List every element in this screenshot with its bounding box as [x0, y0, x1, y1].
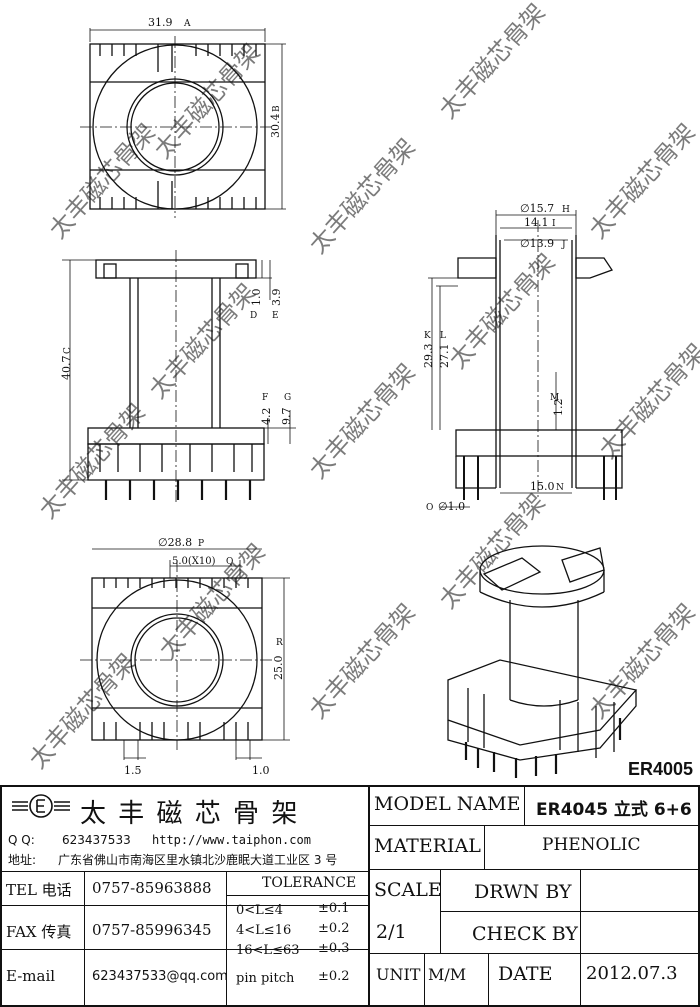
watermark: 太丰磁芯骨架 [584, 118, 700, 244]
tolerance-header: TOLERANCE [262, 875, 357, 891]
dim-section-m: 1.2 [552, 399, 565, 417]
check-by-label: CHECK BY [472, 923, 578, 945]
dim-tag-m: M [550, 393, 559, 403]
dim-bottom-left: 1.5 [124, 764, 142, 777]
watermark: 太丰磁芯骨架 [304, 358, 421, 484]
fax-number: 0757-85996345 [92, 921, 212, 939]
dim-bottom-right: 1.0 [252, 764, 270, 777]
tolerance-value: ±0.2 [318, 921, 350, 936]
dim-tag-b: B [272, 105, 282, 112]
dim-front-f: 4.2 [260, 408, 273, 426]
watermark: 太丰磁芯骨架 [594, 338, 700, 464]
dim-section-o: ∅1.0 [438, 500, 465, 513]
unit-label: UNIT [376, 965, 421, 984]
dim-section-j: ∅13.9 [520, 237, 554, 250]
dim-section-n: 15.0 [530, 480, 555, 493]
tel-label: TEL 电话 [6, 881, 72, 899]
bottom-view [80, 548, 290, 760]
dim-tag-n: N [556, 483, 564, 493]
tolerance-value: ±0.1 [318, 901, 350, 916]
dim-bottom-q: 5.0(X10) [172, 556, 216, 567]
watermark: 太丰磁芯骨架 [34, 398, 151, 524]
model-name-value: ER4045 立式 6+6 [536, 800, 692, 820]
qq-label: Q Q: [8, 833, 35, 847]
tolerance-range: 0<L≤4 [236, 903, 283, 918]
scale-value: 2/1 [376, 921, 407, 943]
dim-tag-e: E [272, 311, 279, 321]
section-view [428, 210, 623, 508]
qq-number: 623437533 [62, 833, 131, 847]
watermark: 太丰磁芯骨架 [584, 598, 700, 724]
dim-front-d: 1.0 [250, 289, 263, 307]
company-logo-icon [12, 794, 70, 818]
watermark: 太丰磁芯骨架 [44, 118, 161, 244]
dim-tag-o: O [426, 503, 433, 513]
dim-tag-k: K [424, 331, 431, 341]
dim-top-width: 31.9 [148, 16, 173, 29]
model-name-label: MODEL NAME [374, 793, 521, 815]
isometric-view [447, 545, 638, 778]
dim-bottom-p: ∅28.8 [158, 536, 192, 549]
dim-section-h: ∅15.7 [520, 202, 554, 215]
watermark: 太丰磁芯骨架 [444, 248, 561, 374]
dim-tag-r: R [276, 638, 283, 648]
scale-label: SCALE [374, 879, 442, 901]
tolerance-value: ±0.3 [318, 941, 350, 956]
dim-tag-q: Q [226, 557, 233, 567]
address-label: 地址: [8, 853, 37, 867]
address: 广东省佛山市南海区里水镇北沙鹿眠大道工业区 3 号 [58, 853, 338, 867]
watermark: 太丰磁芯骨架 [304, 133, 421, 259]
dimension-labels: 31.9 A 30.4 B 40.7 C 1.0 D 3.9 E 4.2 F 9… [60, 16, 570, 777]
dim-section-i: 14.1 [524, 216, 549, 229]
dim-tag-a: A [183, 19, 191, 29]
title-block: 太 丰 磁 芯 骨 架 Q Q: 623437533 http://www.ta… [0, 785, 700, 1007]
dim-front-e: 3.9 [270, 289, 283, 307]
dim-section-k: 29.3 [422, 344, 435, 369]
tolerance-range: 16<L≤63 [236, 943, 300, 958]
model-tag: ER4005 [628, 759, 694, 779]
watermarks: 太丰磁芯骨架 太丰磁芯骨架 太丰磁芯骨架 太丰磁芯骨架 太丰磁芯骨架 太丰磁芯骨… [24, 0, 700, 774]
dim-front-g: 9.7 [280, 408, 293, 426]
dim-bottom-r: 25.0 [272, 656, 285, 681]
tolerance-range: 4<L≤16 [236, 923, 292, 938]
dim-tag-j: J [561, 240, 566, 250]
dim-top-height: 30.4 [269, 114, 282, 139]
website-link[interactable]: http://www.taiphon.com [152, 833, 311, 847]
dim-tag-i: I [552, 219, 556, 229]
dim-tag-l: L [440, 331, 446, 341]
drawn-by-label: DRWN BY [474, 881, 572, 903]
dim-tag-c: C [63, 347, 73, 354]
date-label: DATE [498, 963, 553, 985]
watermark: 太丰磁芯骨架 [149, 38, 266, 164]
email-label: E-mail [6, 967, 56, 985]
email-address[interactable]: 623437533@qq.com [92, 969, 228, 984]
watermark: 太丰磁芯骨架 [434, 0, 551, 124]
dim-tag-g: G [284, 393, 291, 403]
company-name: 太 丰 磁 芯 骨 架 [80, 799, 300, 829]
dim-section-l: 27.1 [438, 344, 451, 369]
dim-tag-f: F [262, 393, 268, 403]
technical-drawing: 太丰磁芯骨架 太丰磁芯骨架 太丰磁芯骨架 太丰磁芯骨架 太丰磁芯骨架 太丰磁芯骨… [24, 0, 700, 778]
fax-label: FAX 传真 [6, 923, 72, 941]
front-view [62, 250, 296, 505]
material-label: MATERIAL [374, 835, 481, 857]
unit-value: M/M [428, 965, 467, 984]
dim-tag-p: P [198, 539, 204, 549]
watermark: 太丰磁芯骨架 [144, 278, 261, 404]
tolerance-value: ±0.2 [318, 969, 350, 984]
dim-tag-h: H [562, 205, 570, 215]
tel-number: 0757-85963888 [92, 879, 212, 897]
material-value: PHENOLIC [542, 835, 641, 855]
date-value: 2012.07.3 [586, 963, 678, 984]
top-view [80, 28, 286, 218]
watermark: 太丰磁芯骨架 [24, 648, 141, 774]
watermark: 太丰磁芯骨架 [304, 598, 421, 724]
dim-front-overall: 40.7 [60, 356, 73, 381]
tolerance-range: pin pitch [236, 971, 295, 986]
dim-tag-d: D [250, 311, 257, 321]
